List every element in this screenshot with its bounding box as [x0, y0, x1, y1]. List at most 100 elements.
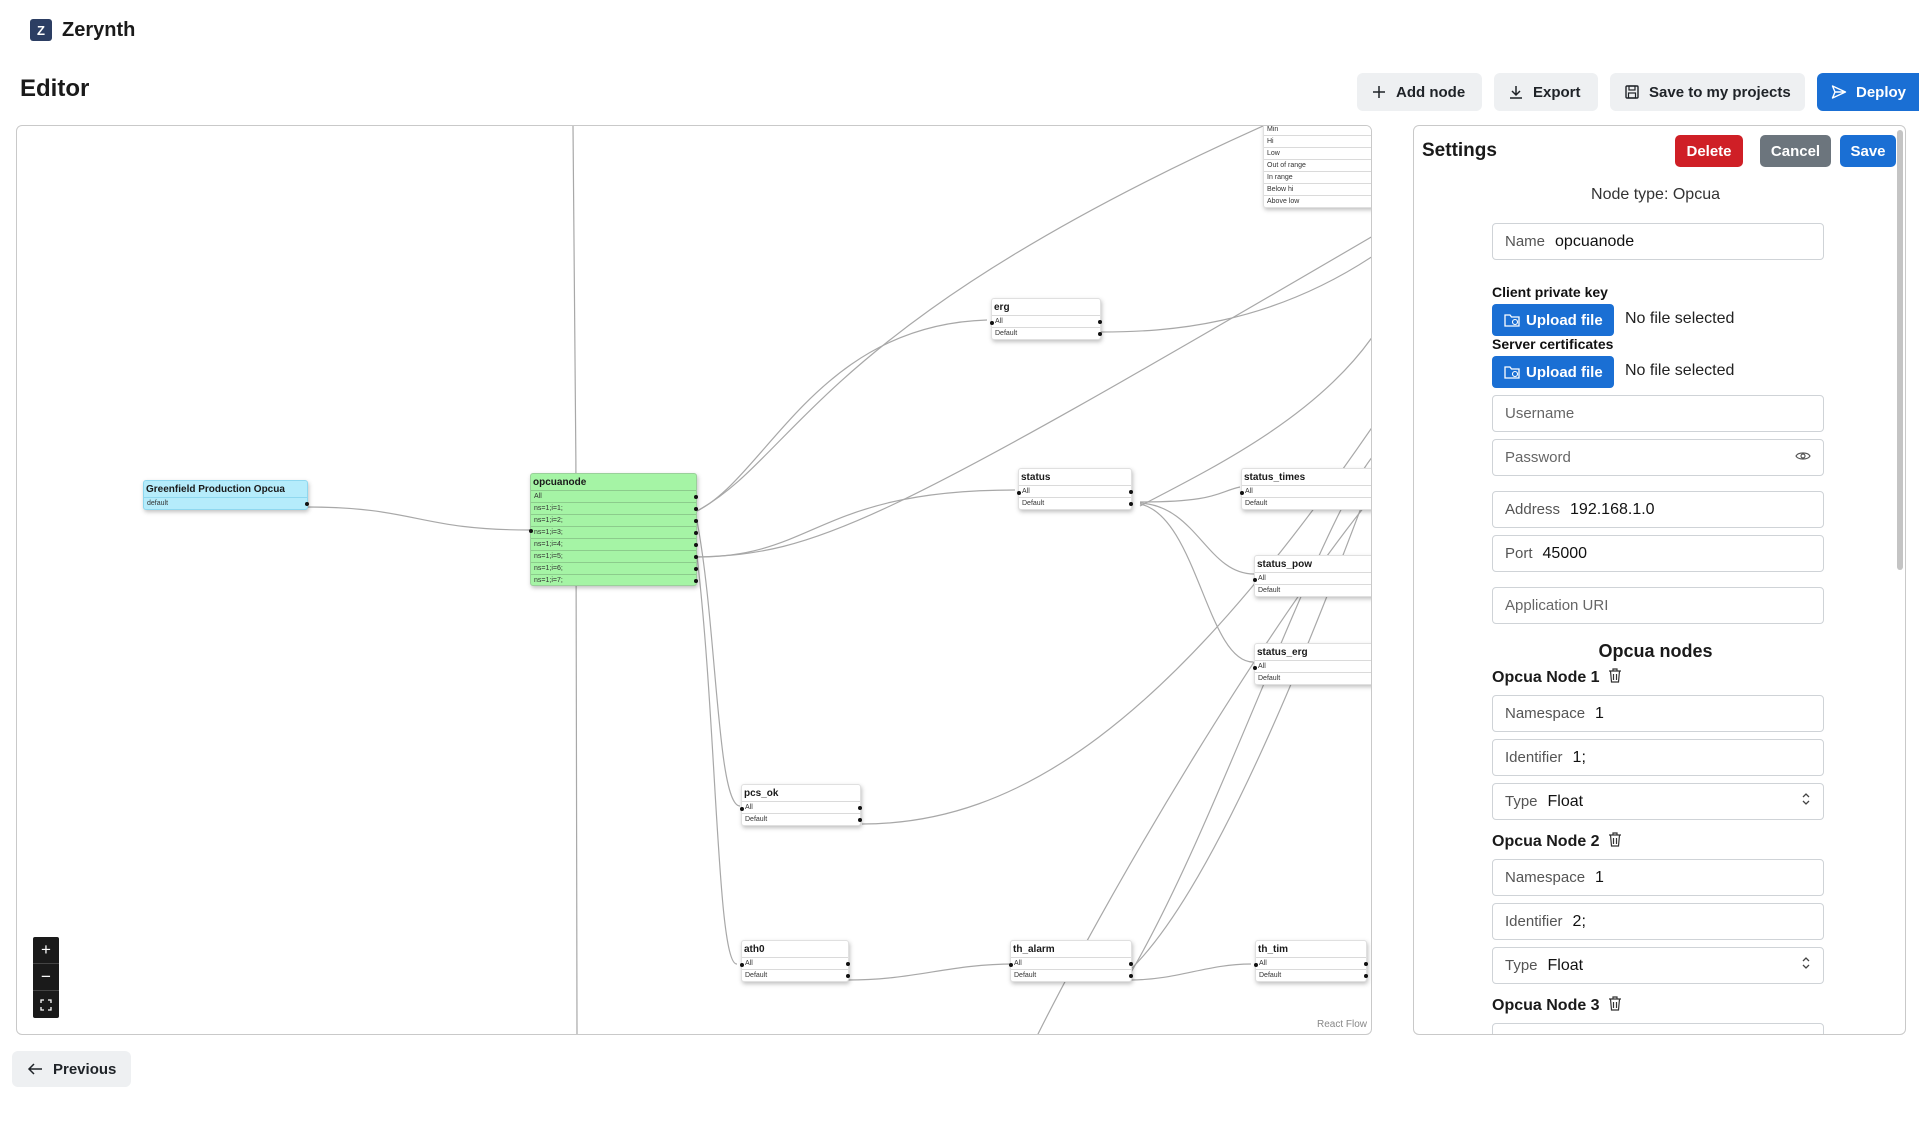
- input-handle[interactable]: [529, 529, 533, 533]
- node-port-row[interactable]: Low: [1264, 147, 1371, 159]
- node-port-row[interactable]: ns=1;i=2;: [531, 514, 698, 526]
- node-title: Greenfield Production Opcua: [146, 484, 285, 495]
- namespace-field[interactable]: [1492, 1023, 1824, 1034]
- zoom-in-icon[interactable]: +: [33, 937, 59, 964]
- node-port-row[interactable]: Default: [1011, 969, 1133, 981]
- input-handle[interactable]: [990, 321, 994, 325]
- save-to-projects-button[interactable]: Save to my projects: [1610, 73, 1805, 111]
- node-port-row[interactable]: In range: [1264, 171, 1371, 183]
- node-pcs-ok[interactable]: pcs_ok All Default: [740, 784, 862, 826]
- node-port-row[interactable]: ns=1;i=4;: [531, 538, 698, 550]
- eye-icon[interactable]: [1795, 449, 1811, 467]
- node-port-row[interactable]: Default: [742, 813, 862, 825]
- node-port-row[interactable]: ns=1;i=5;: [531, 550, 698, 562]
- node-port-row[interactable]: Above low: [1264, 195, 1371, 207]
- node-port-row[interactable]: Out of range: [1264, 159, 1371, 171]
- node-port-row[interactable]: Hi: [1264, 135, 1371, 147]
- node-status-pow[interactable]: status_pow All Default: [1253, 555, 1371, 597]
- input-handle[interactable]: [1253, 666, 1257, 670]
- node-port-row[interactable]: ns=1;i=7;: [531, 574, 698, 586]
- username-field[interactable]: Username: [1492, 395, 1824, 432]
- node-status[interactable]: status All Default: [1017, 468, 1133, 510]
- input-handle[interactable]: [1240, 491, 1244, 495]
- input-handle[interactable]: [1017, 491, 1021, 495]
- node-status-times[interactable]: status_times All Default: [1240, 468, 1371, 510]
- node-port-row[interactable]: Default: [1256, 969, 1368, 981]
- zoom-out-icon[interactable]: −: [33, 964, 59, 991]
- delete-button[interactable]: Delete: [1675, 135, 1743, 167]
- upload-client-key-button[interactable]: Upload file: [1492, 304, 1614, 336]
- previous-button[interactable]: Previous: [12, 1051, 131, 1087]
- node-th-tim[interactable]: th_tim All Default: [1254, 940, 1368, 982]
- node-port-row[interactable]: Default: [1255, 672, 1371, 684]
- node-port-row[interactable]: Default: [1242, 497, 1371, 509]
- input-handle[interactable]: [1254, 963, 1258, 967]
- password-field[interactable]: Password: [1492, 439, 1824, 476]
- output-handle[interactable]: [305, 502, 309, 506]
- node-port-row[interactable]: All: [531, 490, 698, 502]
- input-handle[interactable]: [1009, 963, 1013, 967]
- node-port-row[interactable]: Min: [1264, 126, 1371, 135]
- node-port-row[interactable]: All: [742, 801, 862, 813]
- node-opcuanode[interactable]: opcuanode All ns=1;i=1; ns=1;i=2; ns=1;i…: [529, 473, 698, 586]
- node-greenfield[interactable]: Greenfield Production Opcua default: [143, 480, 309, 510]
- export-button[interactable]: Export: [1494, 73, 1598, 111]
- application-uri-field[interactable]: Application URI: [1492, 587, 1824, 624]
- zerynth-logo-icon[interactable]: Z: [30, 19, 52, 41]
- node-port-row[interactable]: All: [1242, 485, 1371, 497]
- node-port-row[interactable]: ns=1;i=6;: [531, 562, 698, 574]
- upload-server-cert-button[interactable]: Upload file: [1492, 356, 1614, 388]
- plus-icon: [1373, 86, 1385, 98]
- zoom-controls: + −: [33, 937, 59, 1018]
- node-port-row[interactable]: ns=1;i=1;: [531, 502, 698, 514]
- node-range[interactable]: Min Hi Low Out of range In range Below h…: [1263, 126, 1371, 208]
- node-port-row[interactable]: All: [1256, 957, 1368, 969]
- flow-canvas[interactable]: Greenfield Production Opcua default opcu…: [16, 125, 1372, 1035]
- add-node-button[interactable]: Add node: [1357, 73, 1482, 111]
- node-port-row[interactable]: All: [1255, 660, 1371, 672]
- react-flow-attribution[interactable]: React Flow: [1316, 1019, 1367, 1030]
- settings-scrollbar[interactable]: [1897, 130, 1903, 570]
- opcua-node-1-header: Opcua Node 1: [1492, 668, 1622, 688]
- save-button[interactable]: Save: [1840, 135, 1896, 167]
- node-port-row[interactable]: Default: [1019, 497, 1133, 509]
- trash-icon[interactable]: [1608, 668, 1622, 688]
- node-port-row[interactable]: Default: [1255, 584, 1371, 596]
- node-port-row[interactable]: default: [144, 497, 309, 509]
- input-handle[interactable]: [1253, 578, 1257, 582]
- node-th-alarm[interactable]: th_alarm All Default: [1009, 940, 1133, 982]
- node-port-row[interactable]: All: [1019, 485, 1133, 497]
- brand-name[interactable]: Zerynth: [62, 18, 136, 41]
- trash-icon[interactable]: [1608, 832, 1622, 852]
- cancel-button[interactable]: Cancel: [1760, 135, 1831, 167]
- node-ath0[interactable]: ath0 All Default: [740, 940, 850, 982]
- node-status-erg[interactable]: status_erg All Default: [1253, 643, 1371, 685]
- deploy-button[interactable]: Deploy: [1817, 73, 1919, 111]
- input-handle[interactable]: [740, 807, 744, 811]
- node-port-row[interactable]: All: [1011, 957, 1133, 969]
- node-port-row[interactable]: ns=1;i=3;: [531, 526, 698, 538]
- node-port-row[interactable]: Below hi: [1264, 183, 1371, 195]
- node-port-row[interactable]: All: [992, 315, 1102, 327]
- node-title: ath0: [744, 944, 765, 955]
- node-port-row[interactable]: Default: [992, 327, 1102, 339]
- node-port-row[interactable]: All: [742, 957, 850, 969]
- input-handle[interactable]: [740, 963, 744, 967]
- fit-view-icon[interactable]: [33, 991, 59, 1018]
- export-label: Export: [1533, 83, 1581, 101]
- node-port-row[interactable]: Default: [742, 969, 850, 981]
- node-port-row[interactable]: All: [1255, 572, 1371, 584]
- send-icon: [1831, 85, 1847, 99]
- arrow-left-icon: [27, 1063, 42, 1075]
- node-erg[interactable]: erg All Default: [990, 298, 1102, 340]
- trash-icon[interactable]: [1608, 996, 1622, 1016]
